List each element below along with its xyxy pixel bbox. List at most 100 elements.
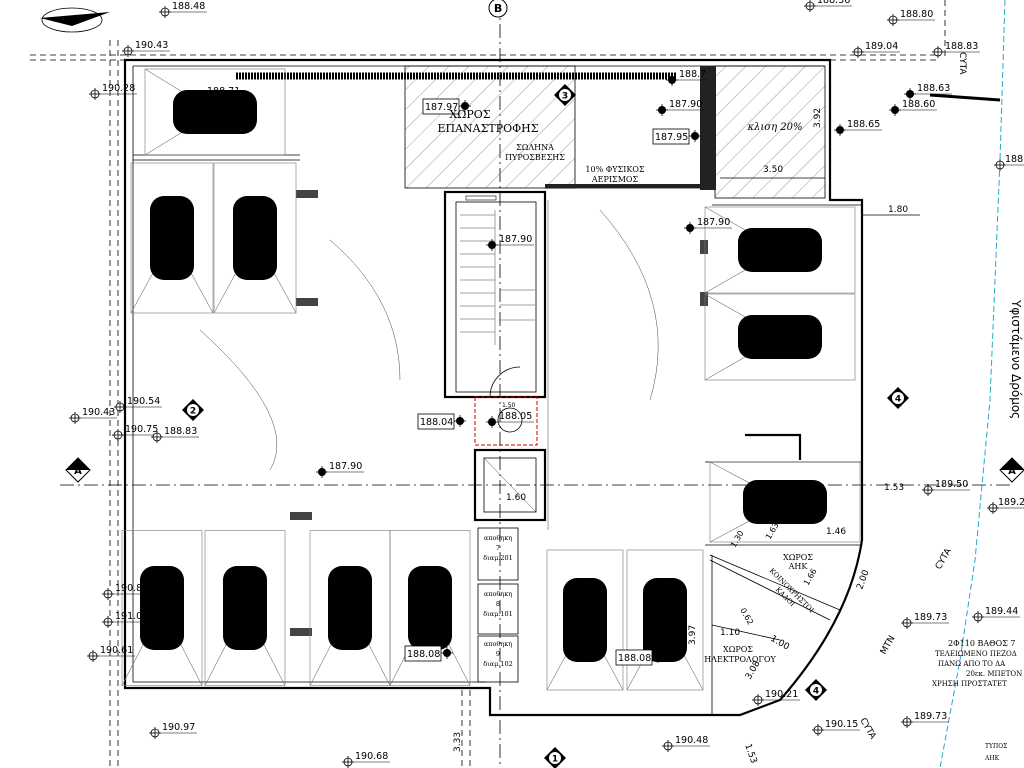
svg-text:A: A [1008, 466, 1016, 477]
svg-text:3: 3 [562, 92, 568, 102]
dim-146: 1.46 [826, 527, 846, 537]
level-point: 188.36 [803, 0, 852, 13]
dim-153b: 1.53 [742, 743, 758, 765]
level-point: 189.04 [851, 41, 900, 59]
parking-unit: διαμ.401 [760, 337, 801, 347]
parking-id: Χ.Σ.9 [655, 609, 679, 619]
level-value: 188.08 [407, 649, 440, 660]
level-point: 189.73 [900, 711, 949, 729]
level-marker-icon [101, 615, 115, 629]
section-markers: B A A [65, 0, 1024, 483]
parking-unit: διαμ.302 [227, 608, 268, 618]
level-marker-icon [88, 87, 102, 101]
parking-slot-outline [204, 530, 286, 686]
level-value: 189.73 [914, 612, 947, 623]
note-t1: ΤΥΠΟΣ [985, 743, 1007, 750]
level-marker-icon [68, 411, 82, 425]
note-l2: ΤΕΛΕΙΩΜΕΝΟ ΠΕΖΟΔ [935, 650, 1017, 658]
level-value: 188.71 [207, 86, 240, 97]
level-marker-icon [655, 103, 669, 117]
level-point: 188.7 [665, 69, 708, 87]
level-point: 190.68 [341, 751, 390, 768]
level-marker-icon [453, 414, 467, 428]
level-marker-icon [101, 587, 115, 601]
level-value: 189.73 [914, 711, 947, 722]
parking-unit: διαμ.302 [144, 608, 185, 618]
level-value: 190.97 [162, 722, 195, 733]
parking-slot-outline [704, 206, 856, 294]
level-value: 188.80 [900, 9, 933, 20]
level-point: 189.44 [971, 606, 1020, 624]
level-value: 189.50 [935, 479, 968, 490]
level-point: 188.04 [417, 413, 467, 430]
level-point: 187.95 [652, 128, 702, 145]
parking-unit: διαμ.301 [332, 608, 373, 618]
level-marker-icon [665, 73, 679, 87]
dim-062: 0.62 [738, 607, 755, 627]
dim-397: 3.97 [688, 625, 698, 645]
level-value: 189.44 [985, 606, 1018, 617]
parking-unit: διαμ.201 [765, 502, 806, 512]
level-point: 190.80 [101, 583, 150, 601]
level-point: 188.80 [886, 9, 935, 27]
level-marker-icon [900, 616, 914, 630]
level-point: 188 [993, 154, 1024, 172]
parking-unit: διαμ.501 [567, 620, 608, 630]
level-point: 190.28 [88, 83, 137, 101]
zone-marker-icon: 4 [887, 387, 909, 409]
dim-130: 1.30 [729, 529, 746, 549]
level-marker-icon [683, 221, 697, 235]
level-value: 188 [1005, 154, 1023, 165]
storage-label: 9 [496, 650, 500, 658]
storage-label: διαμ.201 [483, 554, 513, 562]
note-l5: ΧΡΗΣΗ ΠΡΟΣΤΑΤΕΤ [932, 680, 1007, 688]
section-b-top: B [488, 0, 508, 18]
level-point: 188.48 [158, 1, 207, 19]
level-point: 189.2 [986, 497, 1024, 515]
parking-slot-outline [704, 293, 856, 381]
level-marker-icon [485, 415, 499, 429]
level-value: 190.80 [115, 583, 148, 594]
section-a-right: A [999, 457, 1024, 483]
storage-labels: αποθηκη7διαμ.201αποθηκη8διαμ.101αποθηκη9… [483, 534, 513, 668]
level-point: 187.90 [485, 234, 534, 252]
level-point: 187.90 [655, 99, 704, 117]
level-marker-icon [158, 5, 172, 19]
parking-unit: διαμ.202 [154, 238, 195, 248]
level-point: 190.43 [121, 40, 170, 58]
level-marker-icon [751, 693, 765, 707]
level-marker-icon [661, 739, 675, 753]
mtn-label: MTN [879, 634, 898, 656]
dim-100: 1.00 [769, 634, 792, 653]
level-point: 190.15 [811, 719, 860, 737]
storage-label: 7 [496, 544, 500, 552]
cyta-label-bot: CYTA [857, 717, 877, 742]
level-value: 188.08 [618, 653, 651, 664]
level-point: 187.97 [422, 98, 472, 115]
parking-unit: διαμ.101 [195, 112, 236, 122]
level-marker-icon [86, 649, 100, 663]
level-point: 191.01 [101, 611, 150, 629]
level-value: 190.54 [127, 396, 160, 407]
pipe-label-1: ΣΩΛΗΝΑ [516, 143, 554, 152]
storage-label: διαμ.102 [483, 660, 513, 668]
dim-180: 1.80 [888, 205, 908, 215]
zone-marker-icon: 3 [554, 84, 576, 106]
level-point: 189.73 [900, 612, 949, 630]
level-point: 190.61 [86, 645, 135, 663]
level-value: 190.21 [765, 689, 798, 700]
level-point: 188.08 [404, 645, 454, 662]
svg-text:2: 2 [190, 407, 196, 417]
svg-text:4: 4 [813, 687, 819, 697]
parking-slot-outline [213, 162, 297, 314]
parking-id: Χ.Σ.14 [149, 597, 179, 607]
